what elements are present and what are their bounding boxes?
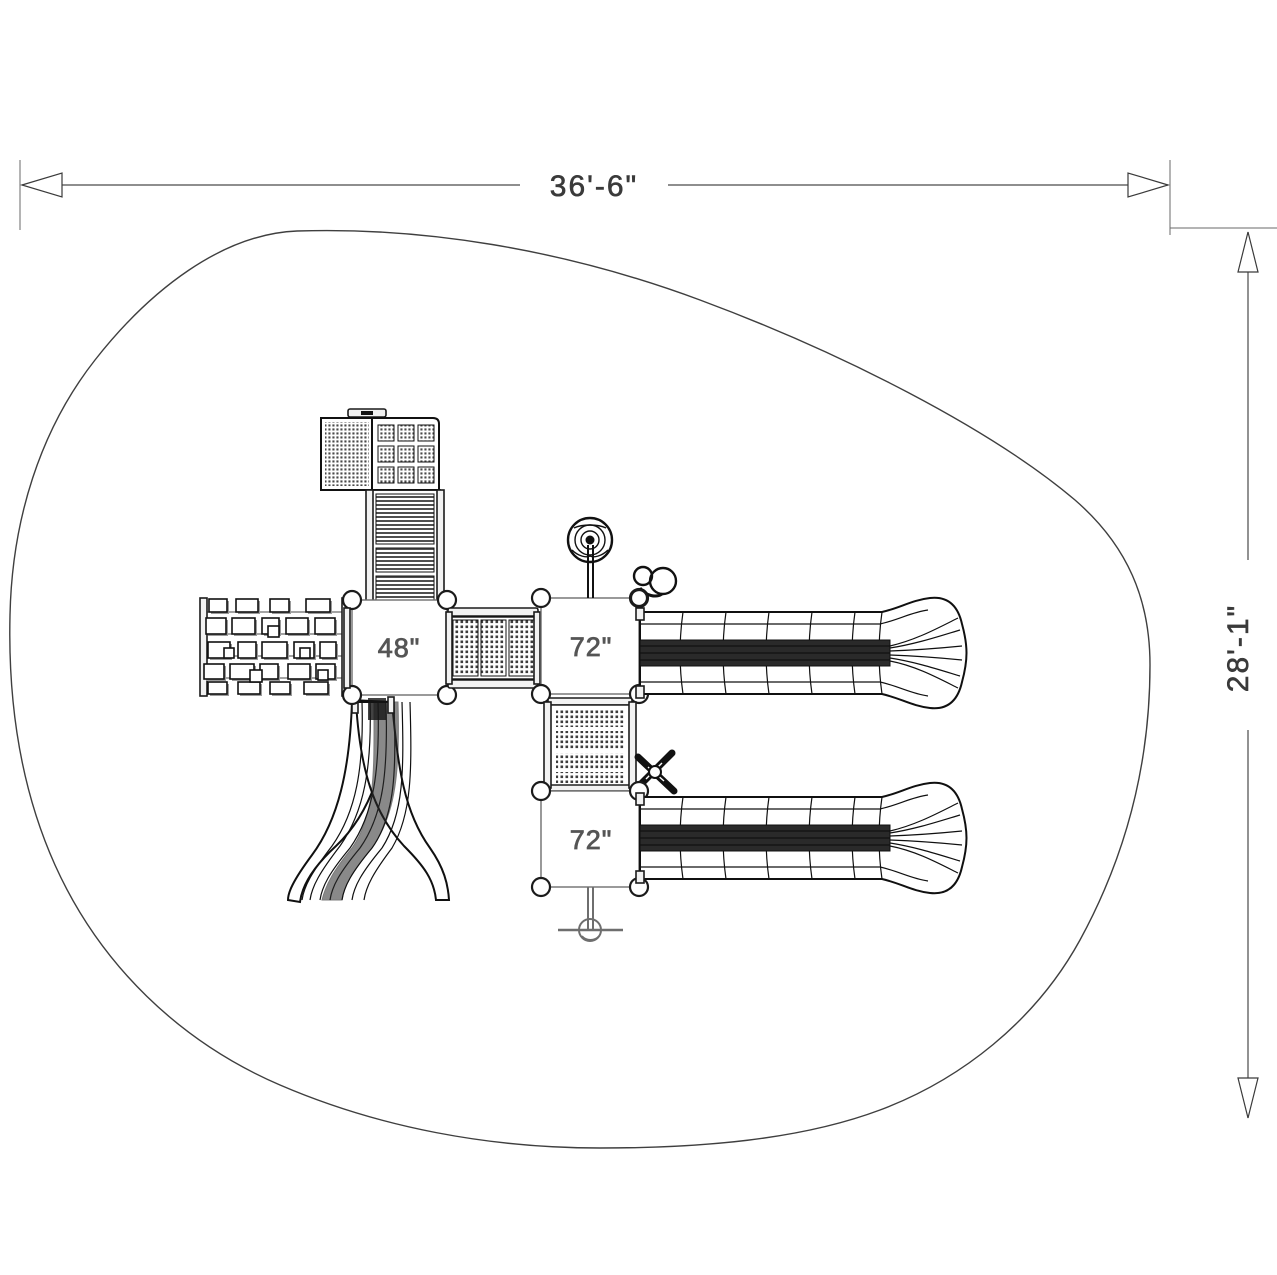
deck-72-lower: 72" (530, 780, 650, 898)
curved-slide (286, 696, 451, 904)
support-post (341, 684, 363, 706)
mesh-bridge-panel (445, 607, 541, 689)
ring-climber (629, 565, 678, 608)
straight-slide-upper (635, 596, 968, 710)
support-post (530, 683, 552, 705)
mesh-panel-climber (320, 408, 445, 603)
straight-slide-lower (635, 781, 968, 895)
steering-wheel-panel (566, 516, 614, 598)
top-dimension-group: 36'-6" (19, 160, 1277, 235)
support-post (530, 780, 552, 802)
support-post (436, 684, 458, 706)
mesh-barrier-panel (543, 697, 637, 792)
width-dimension-label: 36'-6" (550, 170, 638, 203)
support-post-bottom (558, 887, 623, 942)
support-post (530, 587, 552, 609)
support-post (530, 876, 552, 898)
rock-climbing-wall (199, 597, 350, 697)
deck-72-lower-label: 72" (570, 825, 613, 855)
support-post (341, 589, 363, 611)
right-dimension-group: 28'-1" (1222, 231, 1259, 1119)
height-dimension-label: 28'-1" (1222, 604, 1255, 692)
deck-72-upper: 72" (530, 587, 650, 705)
support-post (436, 589, 458, 611)
deck-48-left: 48" (341, 589, 458, 706)
climber-window-panel (371, 417, 440, 491)
deck-72-upper-label: 72" (570, 632, 613, 662)
deck-48-label: 48" (378, 633, 421, 663)
climber-mesh-run (365, 489, 445, 603)
climber-side-panel (320, 417, 374, 491)
